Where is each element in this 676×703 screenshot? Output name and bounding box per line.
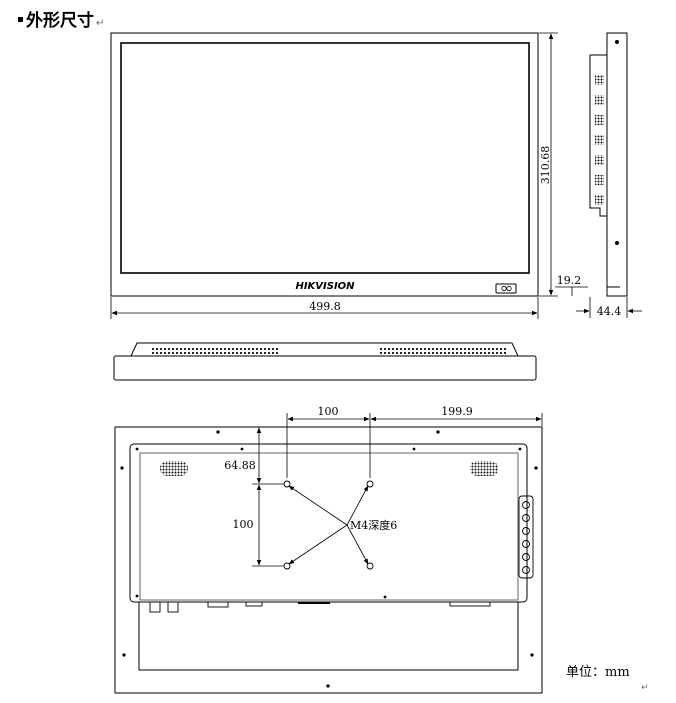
rear-lower-panel (138, 601, 519, 671)
front-bezel (110, 32, 539, 297)
bullet-icon (18, 16, 23, 22)
dim-side-depth (576, 297, 642, 318)
rear-speaker-left (160, 461, 188, 476)
bottom-vent-left (150, 346, 278, 354)
dim-front-height (539, 32, 558, 297)
dim-right-offset-label: 199.9 (441, 405, 473, 418)
dim-width-label: 499.8 (309, 300, 341, 313)
dim-vesa-vertical (252, 484, 284, 567)
rear-connectors (149, 601, 491, 613)
front-view: HIKVISION (110, 32, 539, 297)
dim-vesa-v-label: 100 (233, 518, 254, 531)
unit-note: 单位：mm (566, 661, 630, 680)
screw-spec-label: M4深度6 (350, 518, 397, 532)
dim-top-offset-label: 64.88 (224, 459, 256, 472)
rear-screw-holes (120, 430, 538, 688)
dim-height-label: 310.68 (539, 146, 552, 185)
rear-control-buttons (518, 495, 534, 579)
side-rear-housing (589, 54, 607, 217)
unit-return-mark: ↵ (641, 683, 649, 693)
dim-depth-label: 44.4 (597, 305, 622, 318)
bottom-view (113, 342, 537, 381)
dim-bottom-offset (555, 286, 588, 296)
rear-view (114, 426, 543, 694)
return-mark: ↵ (96, 18, 105, 29)
bottom-vent-right (378, 346, 506, 354)
power-button (495, 283, 517, 294)
heading-text: 外形尺寸 (26, 11, 94, 31)
dim-top-offset (252, 427, 284, 485)
dim-vesa-horizontal (286, 413, 371, 478)
rear-speaker-right (470, 461, 498, 476)
power-led-icon (501, 285, 507, 292)
section-heading: 外形尺寸↵ (18, 6, 104, 31)
screw-leaders (288, 485, 369, 565)
brand-logo: HIKVISION (295, 281, 355, 292)
rear-outer-frame (114, 426, 543, 694)
front-screen (120, 42, 530, 274)
side-view (589, 32, 628, 297)
bottom-bezel (113, 355, 537, 381)
dim-vesa-h-label: 100 (318, 405, 339, 418)
unit-label: 单位：mm (566, 665, 630, 680)
dim-front-width (110, 297, 539, 319)
side-body (606, 32, 628, 297)
dim-bottom-offset-label: 19.2 (557, 274, 582, 287)
dim-right-offset (370, 413, 543, 426)
rear-housing (129, 443, 528, 603)
